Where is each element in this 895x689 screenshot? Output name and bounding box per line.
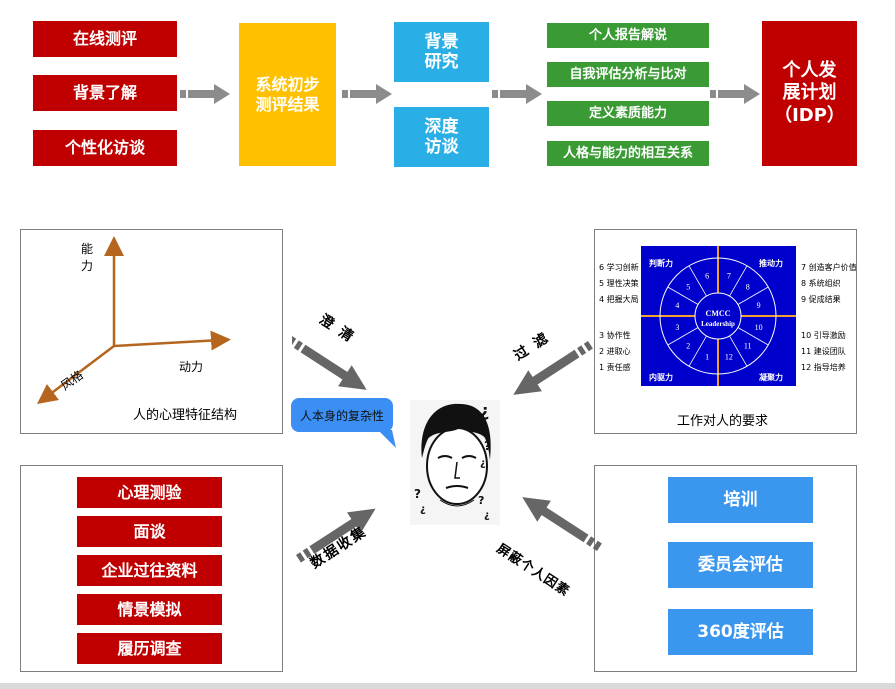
factor-training: 培训 (668, 477, 813, 523)
background-research-box: 背景研究 (394, 22, 489, 82)
wheel-number: 4 (675, 301, 679, 310)
competency-right-item: 9 促成结果 (801, 295, 841, 304)
axis-ability-label: 能力 (81, 242, 94, 273)
idp-title: 个人发展计划 (782, 60, 837, 103)
wheel-number: 12 (725, 353, 733, 362)
flow-arrow-3 (492, 84, 542, 104)
svg-text:¿: ¿ (420, 504, 426, 515)
analysis-self-evaluation: 自我评估分析与比对 (547, 62, 709, 87)
svg-text:¿: ¿ (480, 458, 486, 469)
psych-structure-panel: 能力 动力 风格 人的心理特征结构 (20, 229, 283, 434)
competency-left-item: 3 协作性 (599, 331, 631, 340)
competency-right-item: 7 创造客户价值 (801, 263, 857, 272)
analysis-define-competency: 定义素质能力 (547, 101, 709, 126)
wheel-number: 9 (757, 301, 761, 310)
input-online-assessment: 在线测评 (33, 21, 177, 57)
bottom-strip (0, 683, 895, 689)
axis-drive-line (113, 330, 231, 351)
analysis-report-explanation: 个人报告解说 (547, 23, 709, 48)
svg-text:¿: ¿ (480, 401, 489, 420)
competency-left-item: 2 进取心 (599, 347, 631, 356)
wheel-number: 3 (675, 323, 679, 332)
wheel-number: 11 (744, 342, 752, 351)
wheel-center-cmcc: CMCC (706, 309, 731, 318)
method-company-records: 企业过往资料 (77, 555, 222, 586)
svg-text:¿: ¿ (484, 510, 490, 521)
quadrant-internal: 内驱力 (649, 372, 673, 382)
quadrant-cohesion: 凝聚力 (759, 372, 783, 382)
wheel-spoke (729, 335, 748, 367)
axes-diagram (37, 236, 231, 405)
wheel-spoke (667, 286, 699, 305)
arrow-data-collection (296, 508, 376, 563)
method-interview: 面谈 (77, 516, 222, 547)
competency-left-item: 6 学习创新 (599, 263, 639, 272)
arrow-filter (513, 341, 593, 395)
personal-factor-panel: 培训 委员会评估 360度评估 (594, 465, 857, 672)
thinking-head-illustration: ¿ ? ¿ ? ¿ ? ¿ (410, 400, 500, 525)
arrow-shield-personal (522, 497, 602, 551)
deep-interview-box: 深度访谈 (394, 107, 489, 167)
wheel-number: 7 (727, 271, 731, 280)
input-personal-interview: 个性化访谈 (33, 130, 177, 166)
preliminary-results-box: 系统初步测评结果 (239, 23, 336, 166)
axis-drive-label: 动力 (179, 360, 204, 374)
competency-left-item: 1 责任感 (599, 363, 631, 372)
idp-abbrev: （IDP） (774, 105, 845, 127)
wheel-number: 1 (705, 353, 709, 362)
wheel-spoke (688, 265, 707, 297)
wheel-number: 8 (746, 282, 750, 291)
flow-arrow-1 (180, 84, 230, 104)
method-resume-check: 履历调查 (77, 633, 222, 664)
wheel-number: 5 (686, 282, 690, 291)
wheel-spoke (737, 286, 769, 305)
method-psych-test: 心理测验 (77, 477, 222, 508)
method-scenario-sim: 情景模拟 (77, 594, 222, 625)
axis-style-line (37, 345, 115, 405)
competency-right-item: 10 引导激励 (801, 331, 846, 340)
factor-360: 360度评估 (668, 609, 813, 655)
flow-arrow-2 (342, 84, 392, 104)
complexity-bubble: 人本身的复杂性 (291, 398, 393, 432)
arrow-clarify (292, 336, 367, 390)
svg-text:?: ? (478, 494, 484, 507)
flow-arrow-4 (710, 84, 760, 104)
wheel-number: 10 (755, 323, 763, 332)
svg-text:?: ? (414, 487, 421, 501)
wheel-center-leadership: Leadership (701, 320, 735, 328)
analysis-personality-ability: 人格与能力的相互关系 (547, 141, 709, 166)
competency-left-item: 5 理性决策 (599, 279, 639, 288)
competency-right-item: 8 系统组织 (801, 279, 841, 288)
competency-right-item: 11 建设团队 (801, 347, 846, 356)
wheel-spoke (688, 335, 707, 367)
complexity-bubble-text: 人本身的复杂性 (299, 408, 384, 423)
factor-committee: 委员会评估 (668, 542, 813, 588)
wheel-spoke (667, 327, 699, 346)
competency-right-item: 12 指导培养 (801, 363, 846, 372)
wheel-spoke (729, 265, 748, 297)
input-background-check: 背景了解 (33, 75, 177, 111)
quadrant-judgment: 判断力 (649, 258, 673, 268)
quadrant-drive: 推动力 (759, 258, 783, 268)
data-collection-panel: 心理测验 面谈 企业过往资料 情景模拟 履历调查 (20, 465, 283, 672)
job-requirements-caption: 工作对人的要求 (677, 414, 769, 429)
wheel-number: 6 (705, 271, 709, 280)
psych-structure-caption: 人的心理特征结构 (133, 408, 238, 423)
competency-left-item: 4 把握大局 (599, 295, 639, 304)
svg-text:?: ? (484, 439, 491, 453)
wheel-spoke (737, 327, 769, 346)
wheel-number: 2 (686, 342, 690, 351)
bubble-tail (378, 430, 396, 448)
idp-box: 个人发展计划 （IDP） (762, 21, 857, 166)
